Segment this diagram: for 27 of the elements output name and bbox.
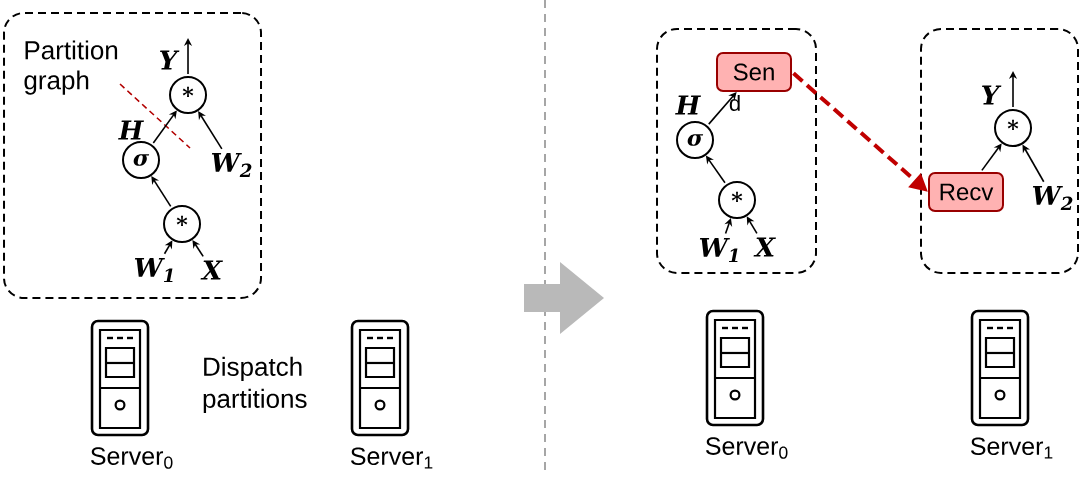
variable-label: W$_{2}$ [211, 152, 252, 178]
variable-label: X [200, 260, 223, 280]
variable-label: W$_{1}$ [134, 257, 173, 283]
operation-box: Sen [716, 52, 792, 92]
server-label: Server$_{1}$ [350, 447, 433, 469]
heading: Partition graph [24, 40, 118, 95]
edge-label: H [674, 94, 702, 116]
edge-label: H [117, 119, 145, 141]
box-label: d [729, 94, 740, 112]
server-label: Server$_{0}$ [705, 437, 788, 459]
variable-label: W$_{1}$ [699, 237, 738, 263]
arrow [707, 92, 737, 125]
arrow [151, 176, 172, 208]
server-label: Server$_{1}$ [970, 437, 1053, 459]
dashed-box [920, 28, 1079, 274]
variable-label: X [753, 237, 776, 257]
arrow [198, 111, 223, 150]
variable-label: W$_{2}$ [1032, 185, 1073, 211]
arrow [152, 110, 177, 144]
edge-label: Y [979, 84, 1002, 106]
arrow [746, 216, 758, 235]
arrow [981, 143, 1002, 172]
operation-box: Recv [928, 172, 1004, 212]
body-text: Dispatch partitions [203, 356, 307, 414]
dashed-box [656, 28, 817, 274]
edge-label: Y [157, 49, 180, 71]
server-label: Server$_{0}$ [90, 447, 173, 469]
